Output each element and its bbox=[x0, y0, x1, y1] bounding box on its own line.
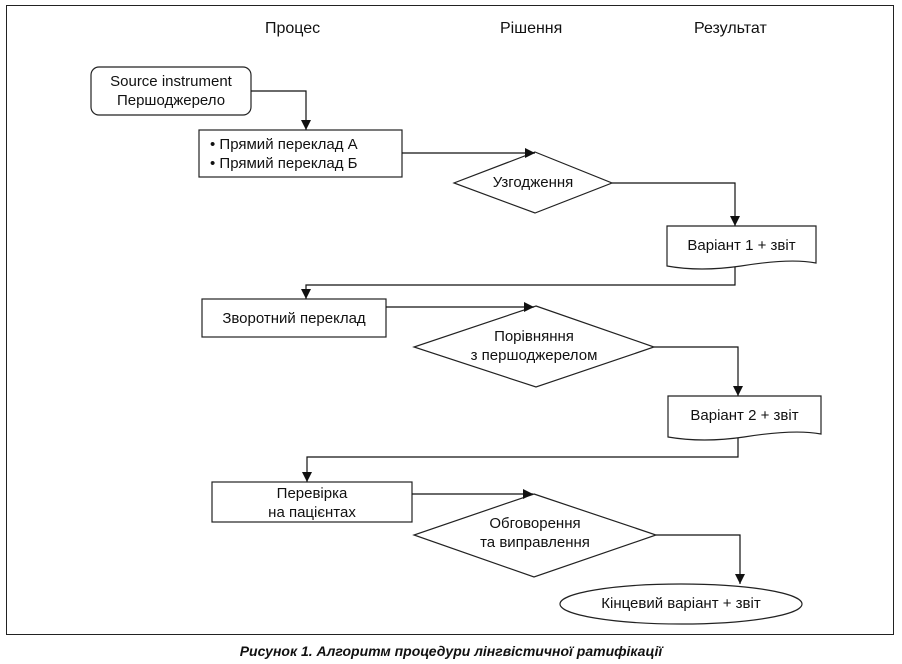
header-result: Результат bbox=[694, 20, 767, 37]
back-translation-node bbox=[201, 298, 387, 338]
discuss-label-line1: Обговорення bbox=[489, 515, 581, 532]
back-translation-label: Зворотний переклад bbox=[222, 310, 366, 327]
header-process: Процес bbox=[265, 20, 321, 37]
final-node bbox=[559, 583, 803, 625]
arrow-compare-variant2 bbox=[654, 346, 743, 396]
source-label-line1: Source instrument bbox=[110, 73, 232, 90]
forward-label: • Прямий переклад А • Прямий переклад Б bbox=[210, 135, 358, 173]
variant1-label: Варіант 1 + звіт bbox=[687, 237, 796, 254]
figure-caption: Рисунок 1. Алгоритм процедури лінгвістич… bbox=[239, 643, 663, 659]
compare-label: Порівняння з першоджерелом bbox=[414, 327, 654, 365]
arrow-variant1-back bbox=[301, 267, 736, 299]
variant2-node bbox=[667, 395, 822, 441]
source-label-line2: Першоджерело bbox=[116, 92, 226, 109]
reconcile-label: Узгодження bbox=[492, 174, 574, 191]
arrow-source-forward bbox=[251, 90, 311, 130]
compare-diamond bbox=[412, 305, 656, 388]
source-label: Source instrument Першоджерело bbox=[91, 72, 251, 110]
arrow-discuss-final bbox=[656, 534, 745, 584]
discuss-label-line2: та виправлення bbox=[480, 534, 590, 551]
compare-label-line2: з першоджерелом bbox=[470, 347, 598, 364]
arrow-reconcile-variant1 bbox=[612, 182, 740, 226]
variant1-node bbox=[666, 225, 817, 270]
arrow-variant2-patients bbox=[302, 438, 739, 482]
forward-label-line2: • Прямий переклад Б bbox=[210, 155, 358, 172]
figure-frame bbox=[6, 5, 894, 635]
reconcile-diamond bbox=[452, 151, 614, 214]
compare-label-line1: Порівняння bbox=[494, 328, 574, 345]
discuss-label: Обговорення та виправлення bbox=[414, 514, 656, 552]
patients-label-line2: на пацієнтах bbox=[268, 504, 356, 521]
forward-label-line1: • Прямий переклад А bbox=[210, 136, 358, 153]
forward-translation-node bbox=[198, 129, 403, 178]
patients-label: Перевірка на пацієнтах bbox=[212, 484, 412, 522]
variant2-label: Варіант 2 + звіт bbox=[690, 407, 799, 424]
patients-label-line1: Перевірка bbox=[276, 485, 348, 502]
patients-node bbox=[211, 481, 413, 523]
discuss-diamond bbox=[412, 493, 658, 578]
header-decision: Рішення bbox=[500, 20, 563, 37]
final-label: Кінцевий варіант + звіт bbox=[601, 595, 761, 612]
